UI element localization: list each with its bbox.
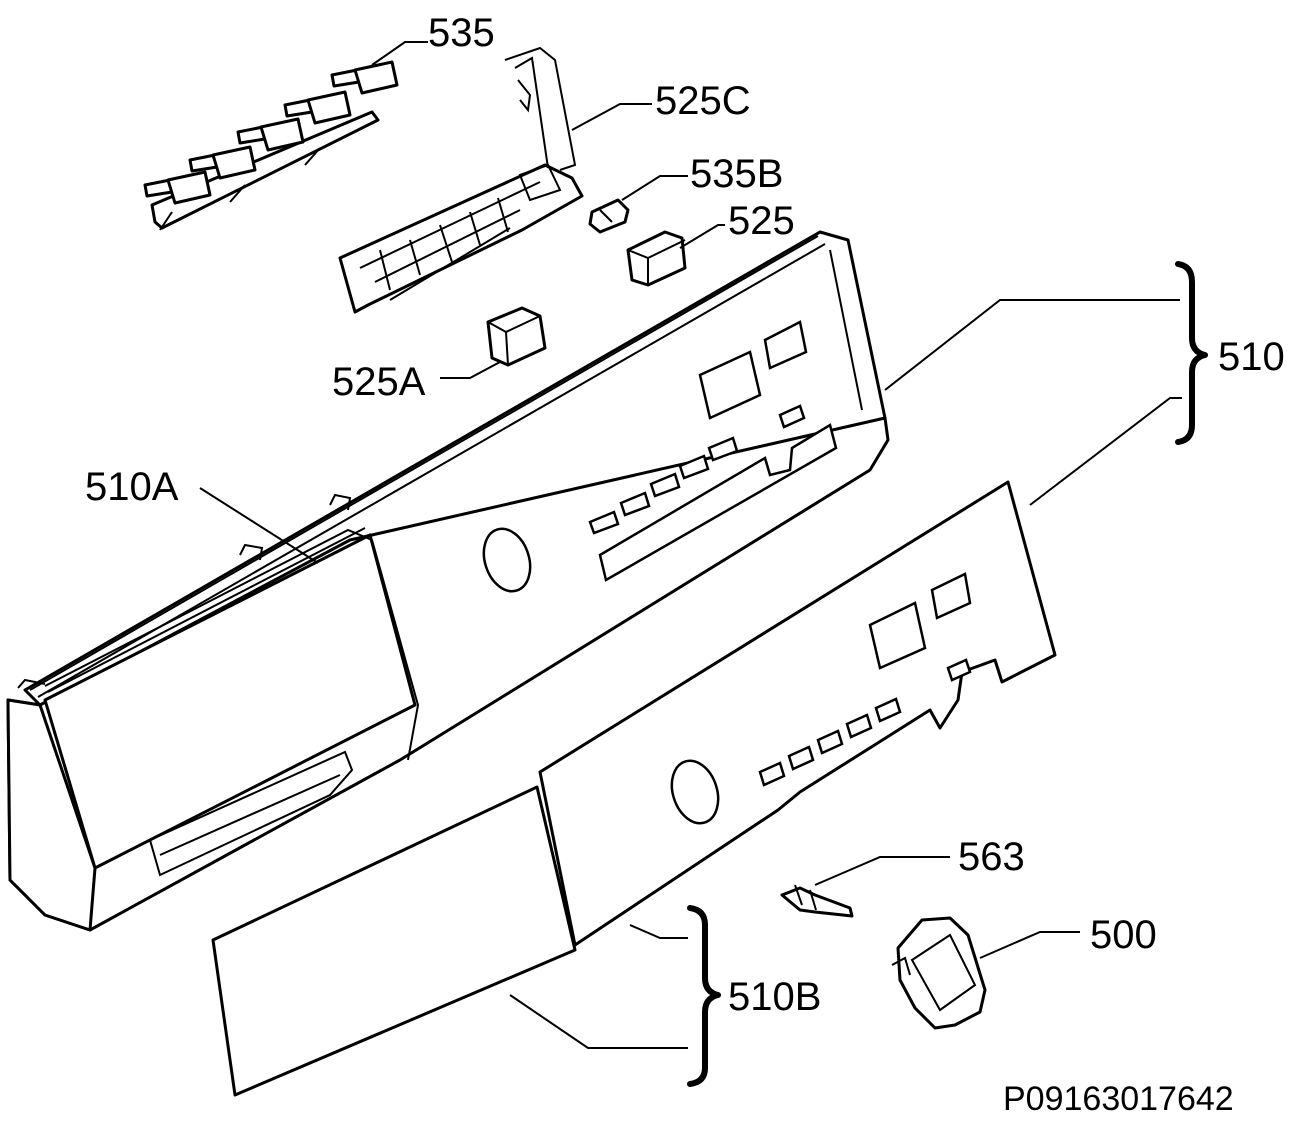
housing-button-windows [588, 320, 838, 582]
part-510b-fascia [211, 480, 1057, 1097]
part-525a-button [440, 306, 547, 379]
label-510: 510 [1218, 335, 1285, 379]
part-525c-frame [338, 46, 652, 314]
part-525-button [626, 224, 725, 287]
label-563: 563 [958, 835, 1025, 879]
part-535-switch-strip [143, 41, 428, 231]
label-525: 525 [728, 199, 795, 243]
label-525c: 525C [655, 79, 751, 123]
label-525a: 525A [332, 360, 426, 404]
drawing-number: P09163017642 [1003, 1080, 1234, 1118]
label-510a: 510A [85, 465, 179, 509]
label-535b: 535B [690, 152, 783, 196]
label-510b: 510B [728, 975, 821, 1019]
part-500-knob [891, 916, 1080, 1030]
detergent-drawer [43, 533, 417, 870]
control-panel-housing [6, 230, 890, 932]
program-knob-hole [482, 527, 532, 593]
brace-510 [1175, 261, 1208, 445]
brace-510b [687, 905, 721, 1087]
label-535: 535 [428, 11, 495, 55]
label-500: 500 [1090, 913, 1157, 957]
part-563-pin [780, 856, 950, 918]
part-535b-clip [588, 175, 688, 234]
